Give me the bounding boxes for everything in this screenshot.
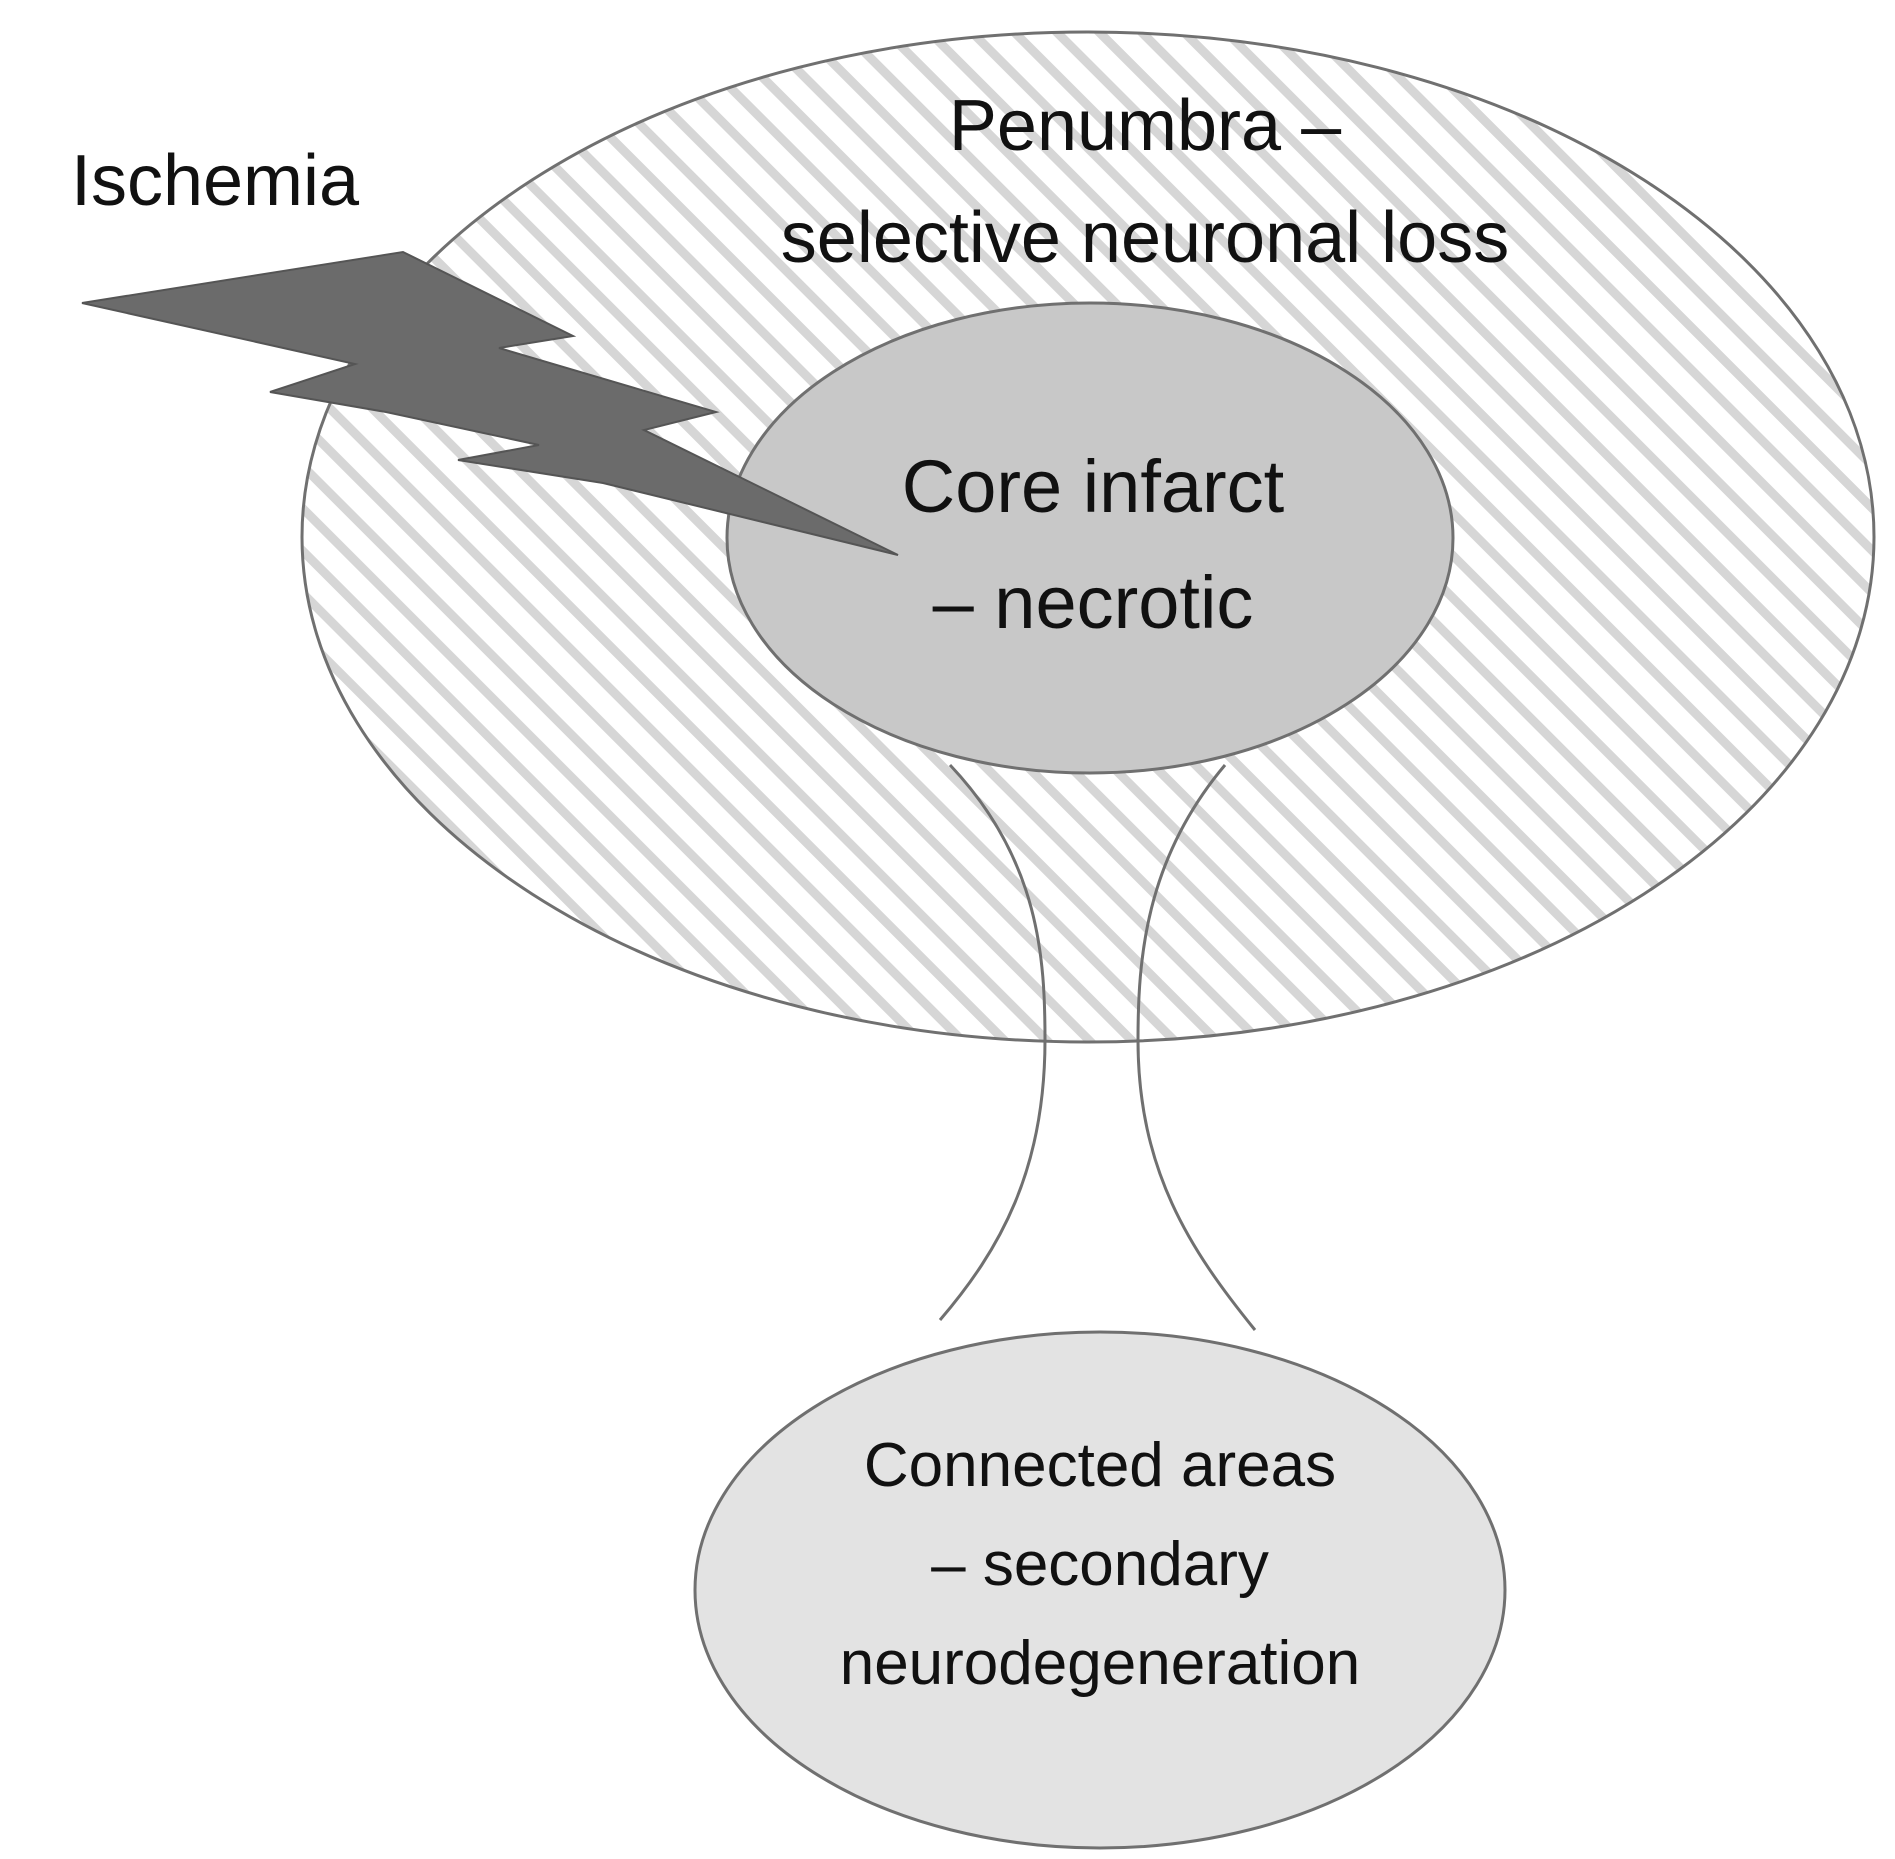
connected-areas-region <box>693 1330 1507 1850</box>
connected-areas-label-line1: Connected areas <box>864 1431 1336 1500</box>
connector-left <box>938 763 1047 1321</box>
connector-right <box>1136 764 1257 1331</box>
connected-areas-label-line2: – secondary <box>931 1530 1269 1599</box>
penumbra-label-line1: Penumbra – <box>949 86 1342 166</box>
ischemia-label: Ischemia <box>71 141 360 221</box>
connected-areas-label-line3: neurodegeneration <box>840 1629 1361 1698</box>
core-infarct-region <box>725 301 1455 775</box>
core-infarct-label-line2: – necrotic <box>933 561 1254 644</box>
lightning-bolt-icon <box>81 250 899 556</box>
penumbra-label-line2: selective neuronal loss <box>781 198 1509 278</box>
core-infarct-label-line1: Core infarct <box>902 445 1285 528</box>
